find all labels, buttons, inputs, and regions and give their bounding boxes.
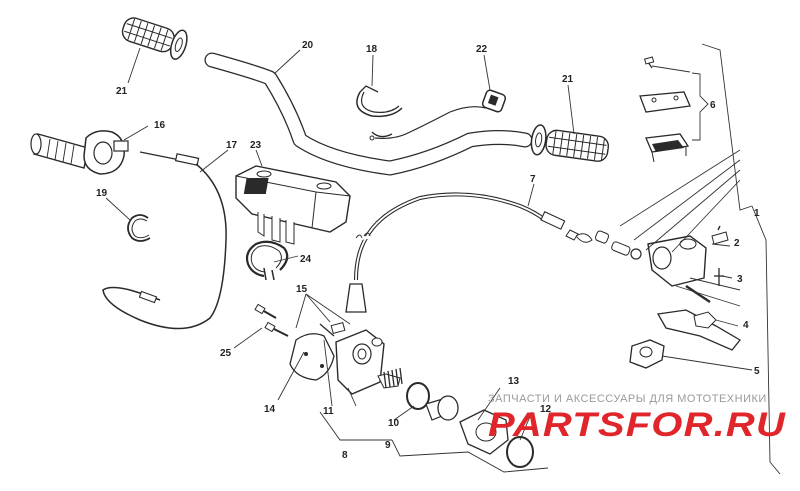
callout-8: 8 [342,450,348,461]
lower-switch-assembly [289,321,534,468]
callout-10: 10 [388,418,400,429]
top-clamp-housing [235,165,351,245]
callout-18: 18 [366,44,378,55]
callout-22: 22 [476,44,488,55]
callout-24: 24 [300,254,312,265]
callout-numbers: 1 2 3 4 5 6 7 8 9 10 11 12 13 14 15 16 1… [96,40,760,461]
callout-5: 5 [754,366,760,377]
callout-16: 16 [154,120,166,131]
bar-clamp [356,85,403,138]
callout-1: 1 [754,208,760,219]
callout-21-right: 21 [562,74,574,85]
clutch-cable [345,192,566,313]
callout-4: 4 [743,320,749,331]
callout-14: 14 [264,404,276,415]
callout-13: 13 [508,376,520,387]
callout-3: 3 [737,274,743,285]
throttle-assembly [30,130,129,175]
callout-20: 20 [302,40,314,51]
callout-12: 12 [540,404,552,415]
callout-25: 25 [220,348,232,359]
callout-23: 23 [250,140,262,151]
circlip [127,214,151,242]
watermark: ЗАПЧАСТИ И АКСЕССУАРЫ ДЛЯ МОТОТЕХНИКИ PA… [488,393,787,444]
clamp-ring [245,240,289,281]
clutch-perch [565,225,741,369]
reservoir-parts [639,56,691,163]
handlebar [204,52,533,176]
callout-17: 17 [226,140,238,151]
leader-lines [105,43,781,475]
watermark-caption: ЗАПЧАСТИ И АКСЕССУАРЫ ДЛЯ МОТОТЕХНИКИ [488,393,767,405]
grip-right [530,124,610,162]
callout-7: 7 [530,174,536,185]
screws [254,303,289,337]
callout-2: 2 [734,238,740,249]
callout-19: 19 [96,188,108,199]
callout-15: 15 [296,284,308,295]
kill-switch [369,89,507,141]
watermark-brand: PARTSFOR.RU [488,406,787,444]
callout-9: 9 [385,440,391,451]
callout-11: 11 [323,406,334,417]
grip-left [121,17,188,60]
callout-21-left: 21 [116,86,128,97]
callout-6: 6 [710,100,716,111]
throttle-cable [102,151,227,330]
